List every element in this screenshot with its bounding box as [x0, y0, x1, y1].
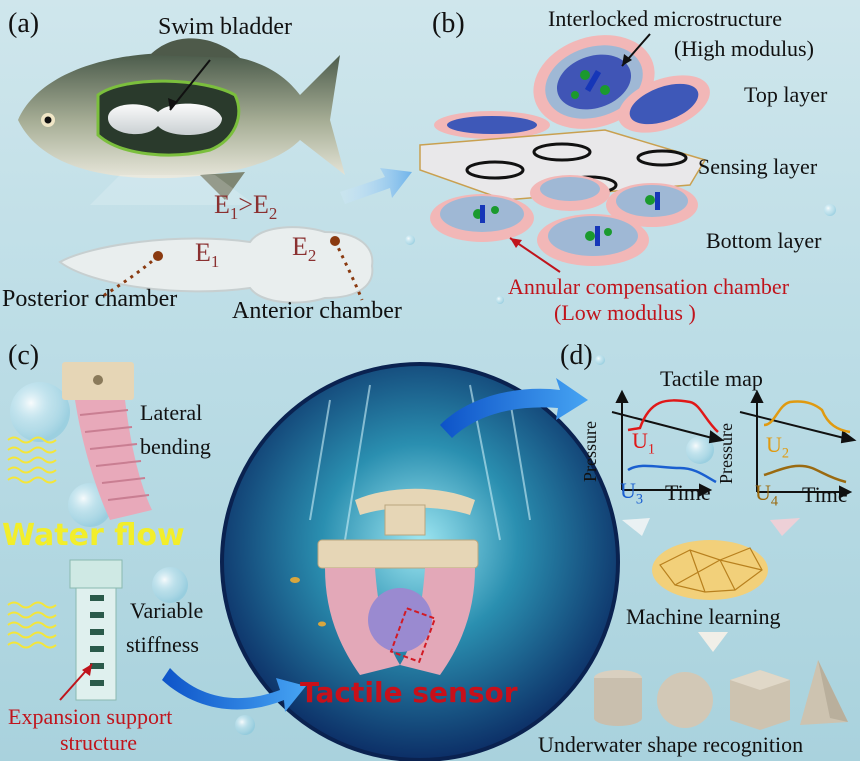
- brain-network: [652, 540, 768, 600]
- lateral-label: Lateral: [140, 400, 203, 425]
- panel-label-d: (d): [560, 340, 593, 371]
- funnel-left: [622, 518, 650, 536]
- chamber-e2-label: E2: [292, 232, 317, 266]
- u3-label: U3: [620, 478, 644, 508]
- ml-down-arrow: [698, 632, 728, 652]
- u1-label: U1: [632, 428, 656, 458]
- shape-objects: [594, 660, 848, 730]
- variable-label: Variable: [130, 598, 204, 623]
- top-layer-label: Top layer: [744, 82, 828, 107]
- anterior-chamber-label: Anterior chamber: [232, 298, 402, 324]
- bubbles: [10, 204, 836, 735]
- u1-curve: [627, 399, 719, 433]
- u3-curve: [627, 464, 717, 484]
- low-modulus-label: (Low modulus ): [554, 300, 696, 325]
- u2-curve: [763, 400, 851, 434]
- time-label-1: Time: [665, 480, 711, 505]
- u4-label: U4: [755, 480, 779, 510]
- pressure-label-1: Pressure: [580, 421, 600, 482]
- tactile-map-label: Tactile map: [660, 366, 763, 391]
- annular-chamber-label: Annular compensation chamber: [508, 274, 790, 299]
- panel-label-a: (a): [8, 8, 40, 39]
- expansion-label: Expansion support: [8, 704, 173, 729]
- variable-stiffness-finger: [69, 559, 123, 701]
- u4-curve: [763, 464, 847, 484]
- a-to-b-arrow: [340, 168, 412, 204]
- bending-label: bending: [140, 434, 211, 459]
- bladder-schematic: [58, 226, 374, 304]
- water-flow-waves-lower: [7, 601, 57, 649]
- time-label-2: Time: [802, 482, 848, 507]
- gripper-sphere: [220, 362, 620, 761]
- fish-illustration: [18, 38, 345, 200]
- pressure-label-2: Pressure: [716, 423, 736, 484]
- panel-label-c: (c): [8, 340, 40, 371]
- swim-bladder-label: Swim bladder: [158, 14, 292, 40]
- layered-sensor-illustration: [419, 35, 710, 266]
- bottom-layer-label: Bottom layer: [706, 228, 822, 253]
- u2-label: U2: [766, 432, 790, 462]
- modulus-relation: E1>E2: [214, 190, 278, 224]
- water-flow-label: Water flow: [2, 518, 185, 553]
- water-flow-waves-upper: [7, 436, 57, 484]
- c-to-d-arrow: [440, 378, 588, 438]
- c-to-sphere-arrow: [162, 668, 306, 712]
- chamber-e1-label: E1: [195, 238, 220, 272]
- stiffness-label: stiffness: [126, 632, 199, 657]
- funnel-right: [770, 518, 800, 536]
- posterior-chamber-label: Posterior chamber: [2, 286, 178, 312]
- machine-learning-label: Machine learning: [626, 604, 781, 629]
- light-cone: [90, 175, 255, 205]
- interlocked-label: Interlocked microstructure: [548, 6, 782, 31]
- high-modulus-label: (High modulus): [674, 36, 814, 61]
- tactile-sensor-label: Tactile sensor: [300, 676, 518, 709]
- lateral-bending-finger: [62, 362, 152, 520]
- shape-recognition-label: Underwater shape recognition: [538, 732, 804, 757]
- tactile-plots: [611, 389, 857, 499]
- structure-label: structure: [60, 730, 137, 755]
- panel-label-b: (b): [432, 8, 465, 39]
- sensing-layer-label: Sensing layer: [698, 154, 818, 179]
